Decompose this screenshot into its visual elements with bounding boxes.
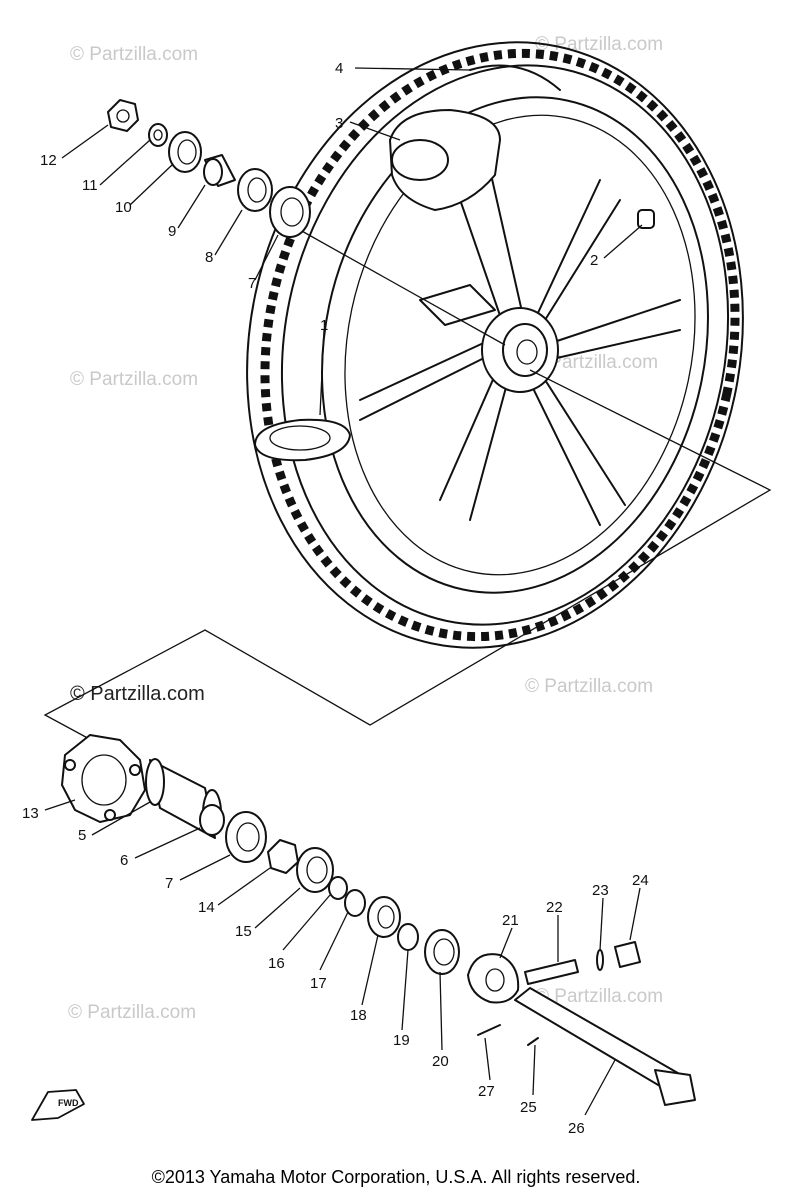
part-label: 7 xyxy=(248,275,256,292)
part-label: 11 xyxy=(82,177,98,194)
part-label: 22 xyxy=(546,899,563,916)
part-label: 16 xyxy=(268,955,285,972)
part-label: 20 xyxy=(432,1053,449,1070)
fwd-label: FWD xyxy=(58,1098,79,1108)
part-label: 23 xyxy=(592,882,609,899)
part-label: 5 xyxy=(78,827,86,844)
part-label: 9 xyxy=(168,223,176,240)
watermark: © Partzilla.com xyxy=(525,676,653,697)
part-label: 14 xyxy=(198,899,215,916)
part-label: 18 xyxy=(350,1007,367,1024)
part-label: 4 xyxy=(335,60,343,77)
part-label: 12 xyxy=(40,152,57,169)
part-label: 25 xyxy=(520,1099,537,1116)
part-label: 3 xyxy=(335,115,343,132)
watermark: © Partzilla.com xyxy=(535,34,663,55)
upper-hub-parts xyxy=(107,99,311,238)
part-label: 27 xyxy=(478,1083,495,1100)
watermarks: © Partzilla.com © Partzilla.com © Partzi… xyxy=(68,34,663,1023)
forward-arrow-icon: FWD xyxy=(31,1089,85,1121)
watermark: © Partzilla.com xyxy=(70,44,198,65)
part-label: 13 xyxy=(22,805,39,822)
part-label: 2 xyxy=(590,252,598,269)
part-label: 7 xyxy=(165,875,173,892)
part-label: 8 xyxy=(205,249,213,266)
part-label: 26 xyxy=(568,1120,585,1137)
part-label: 24 xyxy=(632,872,649,889)
lower-hub-parts xyxy=(61,734,696,1106)
part-number-labels: 4 3 2 1 12 11 10 9 8 7 13 5 6 7 14 15 16… xyxy=(22,60,649,1137)
part-label: 10 xyxy=(115,199,132,216)
part-label: 17 xyxy=(310,975,327,992)
watermark: © Partzilla.com xyxy=(535,986,663,1007)
part-label: 6 xyxy=(120,852,128,869)
copyright-notice: ©2013 Yamaha Motor Corporation, U.S.A. A… xyxy=(152,1167,641,1187)
assembly-guide-lines xyxy=(43,229,772,743)
watermark: © Partzilla.com xyxy=(70,683,205,705)
part-label: 19 xyxy=(393,1032,410,1049)
part-label: 15 xyxy=(235,923,252,940)
watermark: © Partzilla.com xyxy=(70,369,198,390)
watermark: © Partzilla.com xyxy=(68,1002,196,1023)
leader-lines xyxy=(44,67,643,1116)
part-label: 21 xyxy=(502,912,519,929)
part-label: 1 xyxy=(320,317,328,334)
wheel-assembly xyxy=(246,41,744,649)
